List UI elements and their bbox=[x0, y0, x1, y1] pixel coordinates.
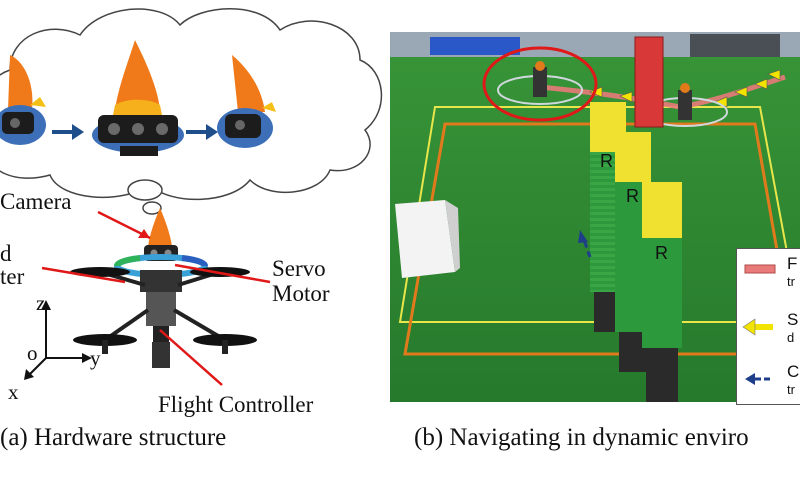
sensing-direction-arrows bbox=[589, 69, 781, 108]
legend-swatch-flight bbox=[744, 264, 776, 274]
navigation-scene: R R R bbox=[390, 32, 800, 402]
fc-pointer-line bbox=[159, 329, 223, 386]
servo-label-line1: Servo bbox=[272, 256, 326, 281]
drone-photo bbox=[497, 61, 583, 105]
axis-x-label: x bbox=[8, 380, 19, 404]
left-label-bottom: ter bbox=[0, 264, 25, 289]
legend-item-1-line1: F bbox=[787, 254, 798, 273]
camera-left-icon bbox=[0, 55, 46, 145]
obstacle-column-3 bbox=[642, 182, 682, 402]
column-letter-1: R bbox=[600, 151, 613, 171]
legend-swatch-obstacle bbox=[745, 373, 773, 385]
panel-a-caption: (a) Hardware structure bbox=[0, 424, 227, 451]
thought-bubble-small bbox=[142, 201, 162, 215]
legend-swatch-sensing bbox=[742, 318, 773, 336]
servo-label-line2: Motor bbox=[272, 281, 330, 306]
obstacle-trajectory-arrow bbox=[578, 230, 592, 258]
thought-bubble-large bbox=[127, 179, 163, 201]
panel-b-caption: (b) Navigating in dynamic enviro bbox=[414, 424, 749, 451]
servo-pointer-line bbox=[174, 263, 271, 284]
legend-item-1-line2: tr bbox=[787, 274, 795, 289]
legend-item-2-line1: S bbox=[787, 310, 799, 329]
axis-o-label: o bbox=[27, 341, 38, 365]
legend: F tr S d C tr bbox=[736, 248, 800, 405]
axis-y-label: y bbox=[90, 346, 101, 370]
arrow-right-icon bbox=[186, 124, 218, 140]
thought-cloud bbox=[0, 8, 382, 215]
legend-swatches bbox=[742, 264, 776, 385]
column-letter-2: R bbox=[626, 186, 639, 206]
left-label-top: d bbox=[0, 241, 12, 266]
legend-item-3-line2: tr bbox=[787, 382, 795, 397]
legend-item-2-line2: d bbox=[787, 330, 795, 345]
arrow-right-icon bbox=[52, 124, 84, 140]
camera-label: Camera bbox=[0, 189, 72, 214]
axis-z-label: z bbox=[36, 291, 46, 315]
flight-controller-label: Flight Controller bbox=[158, 392, 314, 417]
pointer-lines bbox=[41, 210, 271, 386]
left-pointer-line bbox=[41, 266, 126, 284]
coordinate-axes bbox=[24, 300, 92, 380]
column-letter-3: R bbox=[655, 243, 668, 263]
drone-highlight-circle bbox=[482, 46, 598, 122]
navigation-photo: R R R bbox=[390, 32, 800, 402]
legend-item-3-line1: C bbox=[787, 362, 800, 381]
camera-center-icon bbox=[92, 40, 184, 156]
camera-right-icon bbox=[217, 55, 276, 148]
